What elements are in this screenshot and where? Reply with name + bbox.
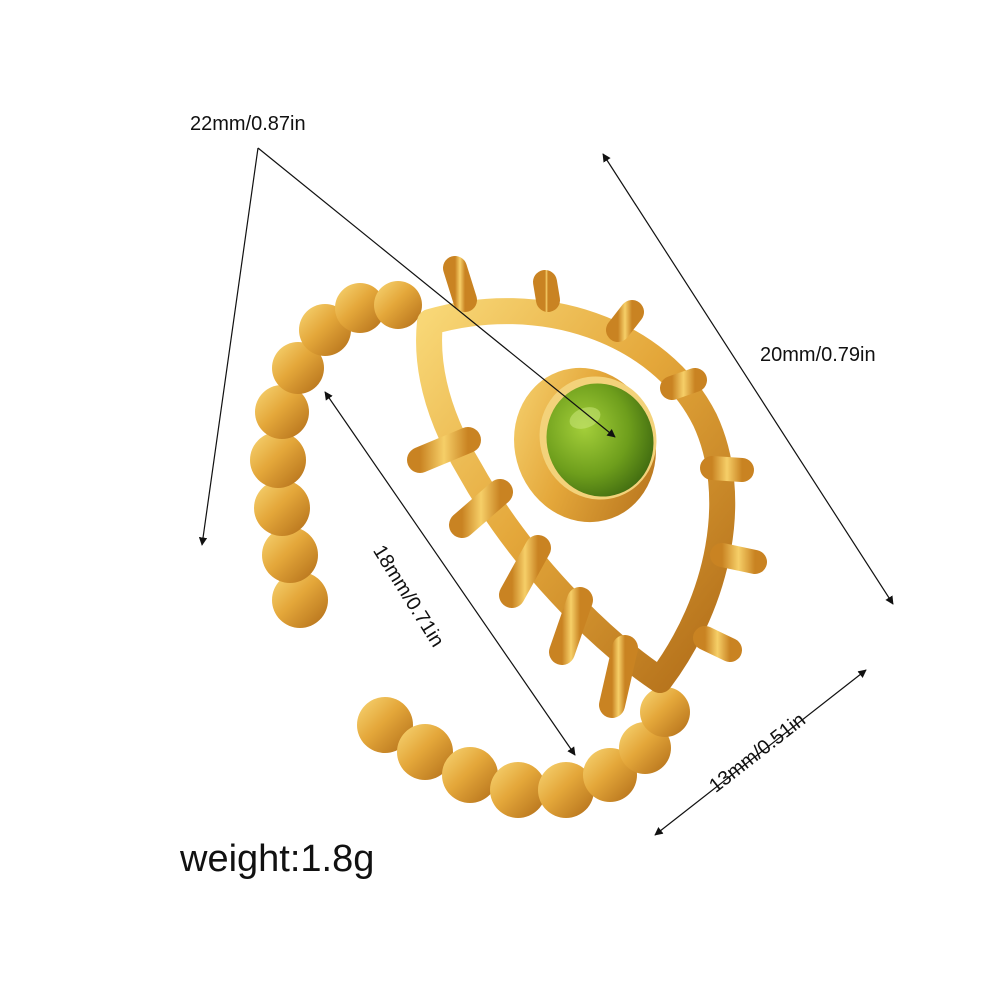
width-label: 22mm/0.87in [190,113,306,135]
dimension-lines [198,147,894,836]
weight-label: weight:1.8g [180,838,375,880]
ring-band [250,281,690,818]
stone [514,367,657,523]
height-label: 20mm/0.79in [760,344,876,366]
